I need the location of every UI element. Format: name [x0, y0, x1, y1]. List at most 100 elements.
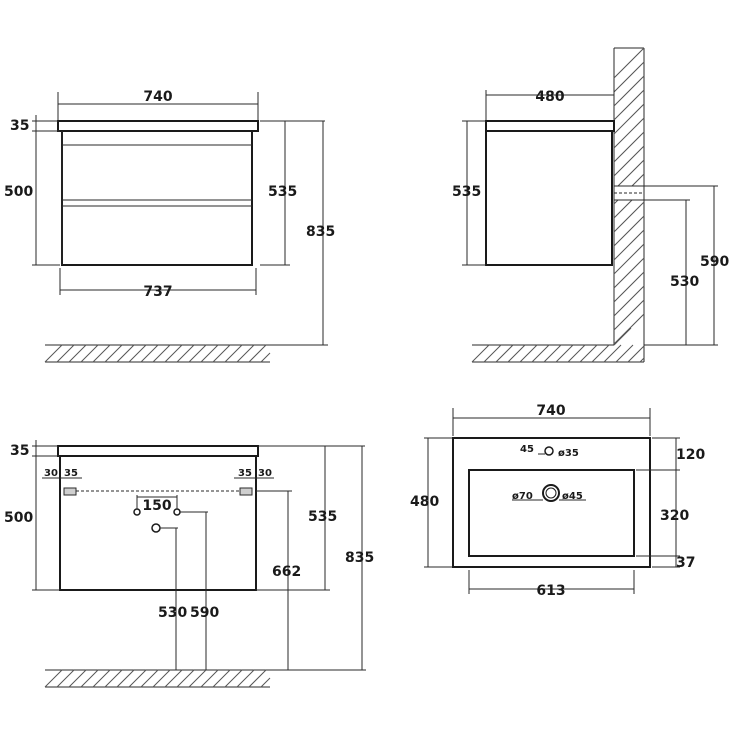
hatch-line: [248, 344, 267, 363]
hatch-line: [613, 341, 618, 346]
hatch-line: [613, 89, 645, 121]
hatch-line: [56, 344, 75, 363]
basin-width: 613: [536, 583, 565, 599]
top-outline: [452, 437, 651, 568]
hatch-line: [212, 669, 231, 688]
hatch-line: [613, 103, 645, 135]
side-cabinet-body: [485, 130, 613, 266]
hatch-line: [104, 669, 123, 688]
basin-outline: [468, 469, 635, 557]
hatch-line: [613, 47, 645, 79]
hatch-line: [176, 344, 195, 363]
hatch-line: [613, 159, 645, 191]
top-depth: 480: [410, 494, 439, 510]
bracket-left-a: 30: [44, 468, 58, 479]
bracket-right: [239, 487, 253, 496]
hatch-line: [140, 669, 159, 688]
drain-inner-dia: ø45: [562, 491, 583, 502]
back-cabinet-body: [59, 455, 257, 591]
hatch-line: [507, 344, 526, 363]
hatch-line: [483, 344, 502, 363]
hatch-line: [591, 344, 610, 363]
side-wall-hatch: [613, 47, 645, 362]
hatch-line: [188, 344, 207, 363]
hatch-line: [613, 61, 645, 93]
hatch-line: [236, 344, 255, 363]
drain-outer-dia: ø70: [512, 491, 533, 502]
side-countertop: [485, 120, 615, 132]
hatch-line: [543, 344, 562, 363]
hole-spacing: 150: [142, 498, 171, 514]
hatch-line: [613, 131, 645, 163]
hatch-line: [567, 344, 586, 363]
hatch-line: [579, 344, 598, 363]
hatch-line: [615, 344, 634, 363]
hatch-line: [44, 669, 63, 688]
hatch-line: [627, 345, 645, 363]
back-pipe-height-b: 590: [190, 605, 219, 621]
hatch-line: [116, 344, 135, 363]
drain-inner: [545, 487, 557, 499]
front-width-top: 740: [143, 89, 172, 105]
front-height-total: 535: [268, 184, 297, 200]
hatch-line: [128, 669, 147, 688]
back-floor-hatch: [44, 669, 271, 688]
hatch-line: [613, 271, 645, 303]
pipe-hole: [151, 523, 161, 533]
back-depth-top: 35: [10, 443, 29, 459]
back-pipe-height-a: 530: [158, 605, 187, 621]
side-height: 535: [452, 184, 481, 200]
hatch-line: [471, 344, 490, 363]
side-floor-hatch: [471, 344, 645, 363]
hatch-line: [519, 344, 538, 363]
hatch-line: [140, 344, 159, 363]
hatch-line: [128, 344, 147, 363]
back-height-total: 535: [308, 509, 337, 525]
hatch-line: [531, 344, 550, 363]
hatch-line: [224, 344, 243, 363]
hatch-line: [495, 344, 514, 363]
hatch-line: [613, 117, 645, 149]
back-height-mount: 662: [272, 564, 301, 580]
mount-hole-left: [133, 508, 141, 516]
hatch-line: [80, 669, 99, 688]
tap-hole: [544, 446, 554, 456]
hatch-line: [92, 344, 111, 363]
hatch-line: [613, 257, 645, 289]
hatch-line: [200, 669, 219, 688]
top-view: 45 ø35 ø70 ø45 740 613 480 120 320 37: [410, 403, 705, 599]
tap-hole-dia: ø35: [558, 448, 579, 459]
hatch-line: [613, 145, 645, 177]
front-floor-hatch: [44, 344, 271, 363]
hatch-line: [613, 229, 645, 261]
back-margin: 120: [676, 447, 705, 463]
hatch-line: [224, 669, 243, 688]
front-countertop: [57, 120, 259, 132]
hatch-line: [603, 344, 622, 363]
hatch-line: [613, 215, 645, 247]
back-view: 30 35 35 30 150 530 590 35 500 535 662: [4, 440, 374, 688]
front-width-bottom: 737: [143, 284, 172, 300]
side-depth: 480: [535, 89, 564, 105]
bracket-left: [63, 487, 77, 496]
hatch-line: [613, 75, 645, 107]
hatch-line: [164, 669, 183, 688]
hatch-line: [613, 201, 645, 233]
hatch-line: [92, 669, 111, 688]
side-view: 480 535 530 590: [452, 47, 729, 363]
mount-hole-right: [173, 508, 181, 516]
basin-depth: 320: [660, 508, 689, 524]
hatch-line: [613, 313, 645, 345]
hatch-line: [176, 669, 195, 688]
hatch-line: [200, 344, 219, 363]
front-height-floor: 835: [306, 224, 335, 240]
hatch-line: [613, 243, 645, 275]
bracket-left-b: 35: [64, 468, 78, 479]
hatch-line: [260, 352, 271, 363]
side-pipe-height-b: 590: [700, 254, 729, 270]
hatch-line: [555, 344, 574, 363]
hatch-line: [44, 344, 63, 363]
hatch-line: [104, 344, 123, 363]
front-view: 740 737 35 500 535 835: [4, 89, 335, 363]
